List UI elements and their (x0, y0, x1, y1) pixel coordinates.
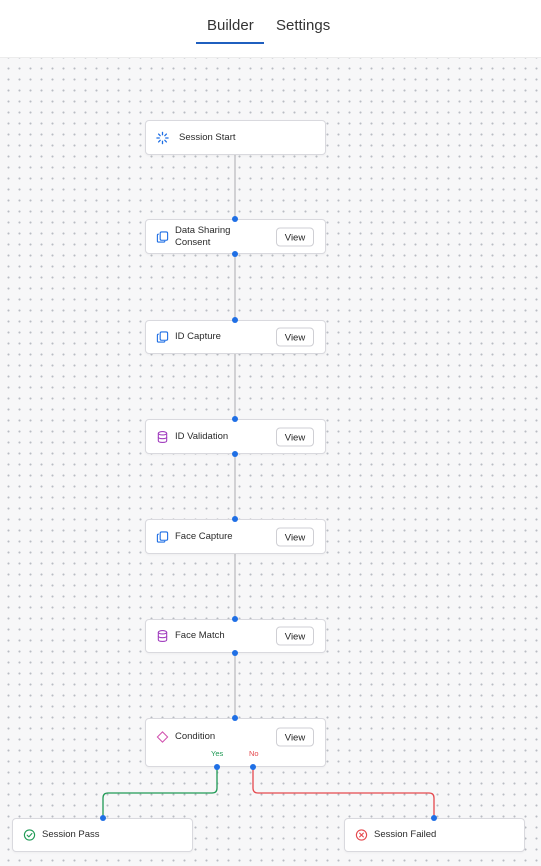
port-handle[interactable] (232, 451, 238, 457)
view-button[interactable]: View (276, 626, 314, 646)
copy-icon (156, 530, 169, 543)
yes-branch-label: Yes (211, 749, 224, 758)
copy-icon (156, 331, 169, 343)
node-label: ID Capture (175, 331, 221, 342)
node-face-capture[interactable]: Face Capture View (145, 519, 326, 554)
port-handle[interactable] (232, 616, 238, 622)
copy-icon (156, 230, 169, 243)
node-label: Session Failed (374, 829, 437, 840)
node-label: Condition (175, 731, 216, 742)
view-button[interactable]: View (276, 327, 314, 347)
tab-settings[interactable]: Settings (276, 17, 331, 34)
tab-builder[interactable]: Builder (207, 17, 254, 34)
spinner-icon (156, 131, 169, 144)
node-face-match[interactable]: Face Match View (145, 619, 326, 653)
view-button[interactable]: View (276, 527, 314, 546)
port-handle[interactable] (232, 516, 238, 522)
port-handle[interactable] (232, 317, 238, 323)
node-label: Data Sharing Consent (175, 224, 231, 248)
node-condition[interactable]: Condition View Yes No (145, 718, 326, 767)
node-id-validation[interactable]: ID Validation View (145, 419, 326, 454)
node-label: Session Start (179, 131, 236, 143)
node-id-capture[interactable]: ID Capture View (145, 320, 326, 354)
port-handle[interactable] (232, 650, 238, 656)
database-icon (157, 430, 168, 443)
node-label: Face Capture (175, 530, 233, 542)
port-handle[interactable] (214, 764, 220, 770)
port-handle[interactable] (250, 764, 256, 770)
x-circle-icon (355, 829, 368, 841)
view-button[interactable]: View (276, 427, 314, 446)
flow-canvas[interactable] (0, 58, 541, 866)
diamond-icon (156, 731, 169, 743)
node-label: ID Validation (175, 430, 229, 442)
port-handle[interactable] (100, 815, 106, 821)
view-button[interactable]: View (276, 727, 314, 747)
no-branch-label: No (249, 749, 259, 758)
port-handle[interactable] (232, 416, 238, 422)
node-session-start[interactable]: Session Start (145, 120, 326, 155)
check-circle-icon (23, 829, 36, 841)
node-session-failed[interactable]: Session Failed (344, 818, 525, 852)
database-icon (157, 630, 168, 642)
node-session-pass[interactable]: Session Pass (12, 818, 193, 852)
node-label: Face Match (175, 630, 225, 641)
active-tab-indicator (196, 42, 264, 44)
node-data-sharing-consent[interactable]: Data Sharing Consent View (145, 219, 326, 254)
top-tab-bar: Builder Settings (0, 0, 541, 58)
view-button[interactable]: View (276, 227, 314, 246)
port-handle[interactable] (232, 715, 238, 721)
port-handle[interactable] (232, 251, 238, 257)
node-label: Session Pass (42, 829, 100, 840)
port-handle[interactable] (431, 815, 437, 821)
port-handle[interactable] (232, 216, 238, 222)
